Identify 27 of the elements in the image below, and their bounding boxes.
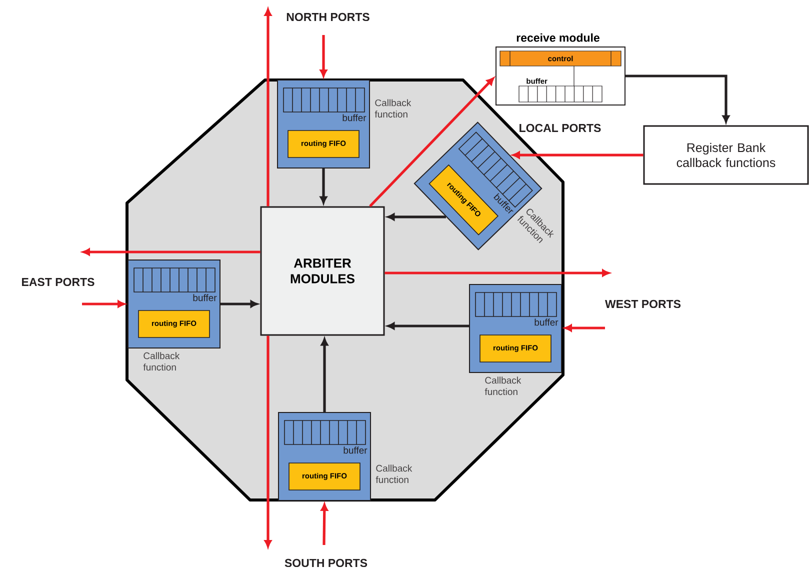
arbiter-box: ARBITER MODULES <box>260 206 385 336</box>
port-label: EAST PORTS <box>22 278 94 286</box>
arrow <box>82 248 260 256</box>
callback-label: Callback function <box>376 464 412 484</box>
callback-label: Callback function <box>143 352 180 371</box>
register-bank-box: Register Bank callback functions <box>643 125 809 185</box>
callback-label: Callback function <box>484 376 522 396</box>
node-label: receive module <box>516 33 600 42</box>
arrow <box>387 322 469 330</box>
arrow <box>320 338 328 412</box>
arrow <box>387 213 446 220</box>
arrow <box>626 74 730 123</box>
arrow <box>564 324 605 332</box>
arrow <box>369 78 494 208</box>
arrow <box>320 503 328 545</box>
port-label: NORTH PORTS <box>286 12 370 22</box>
port-label: SOUTH PORTS <box>284 558 368 568</box>
arrow <box>384 269 610 277</box>
arrow <box>220 300 258 308</box>
port-label: WEST PORTS <box>605 300 681 308</box>
arrow <box>264 336 272 548</box>
arrow <box>512 152 644 159</box>
arrow <box>320 35 328 77</box>
callback-label: Callback function <box>374 99 412 118</box>
arrow <box>264 8 272 206</box>
arrow <box>320 168 328 204</box>
arrow <box>82 300 126 308</box>
